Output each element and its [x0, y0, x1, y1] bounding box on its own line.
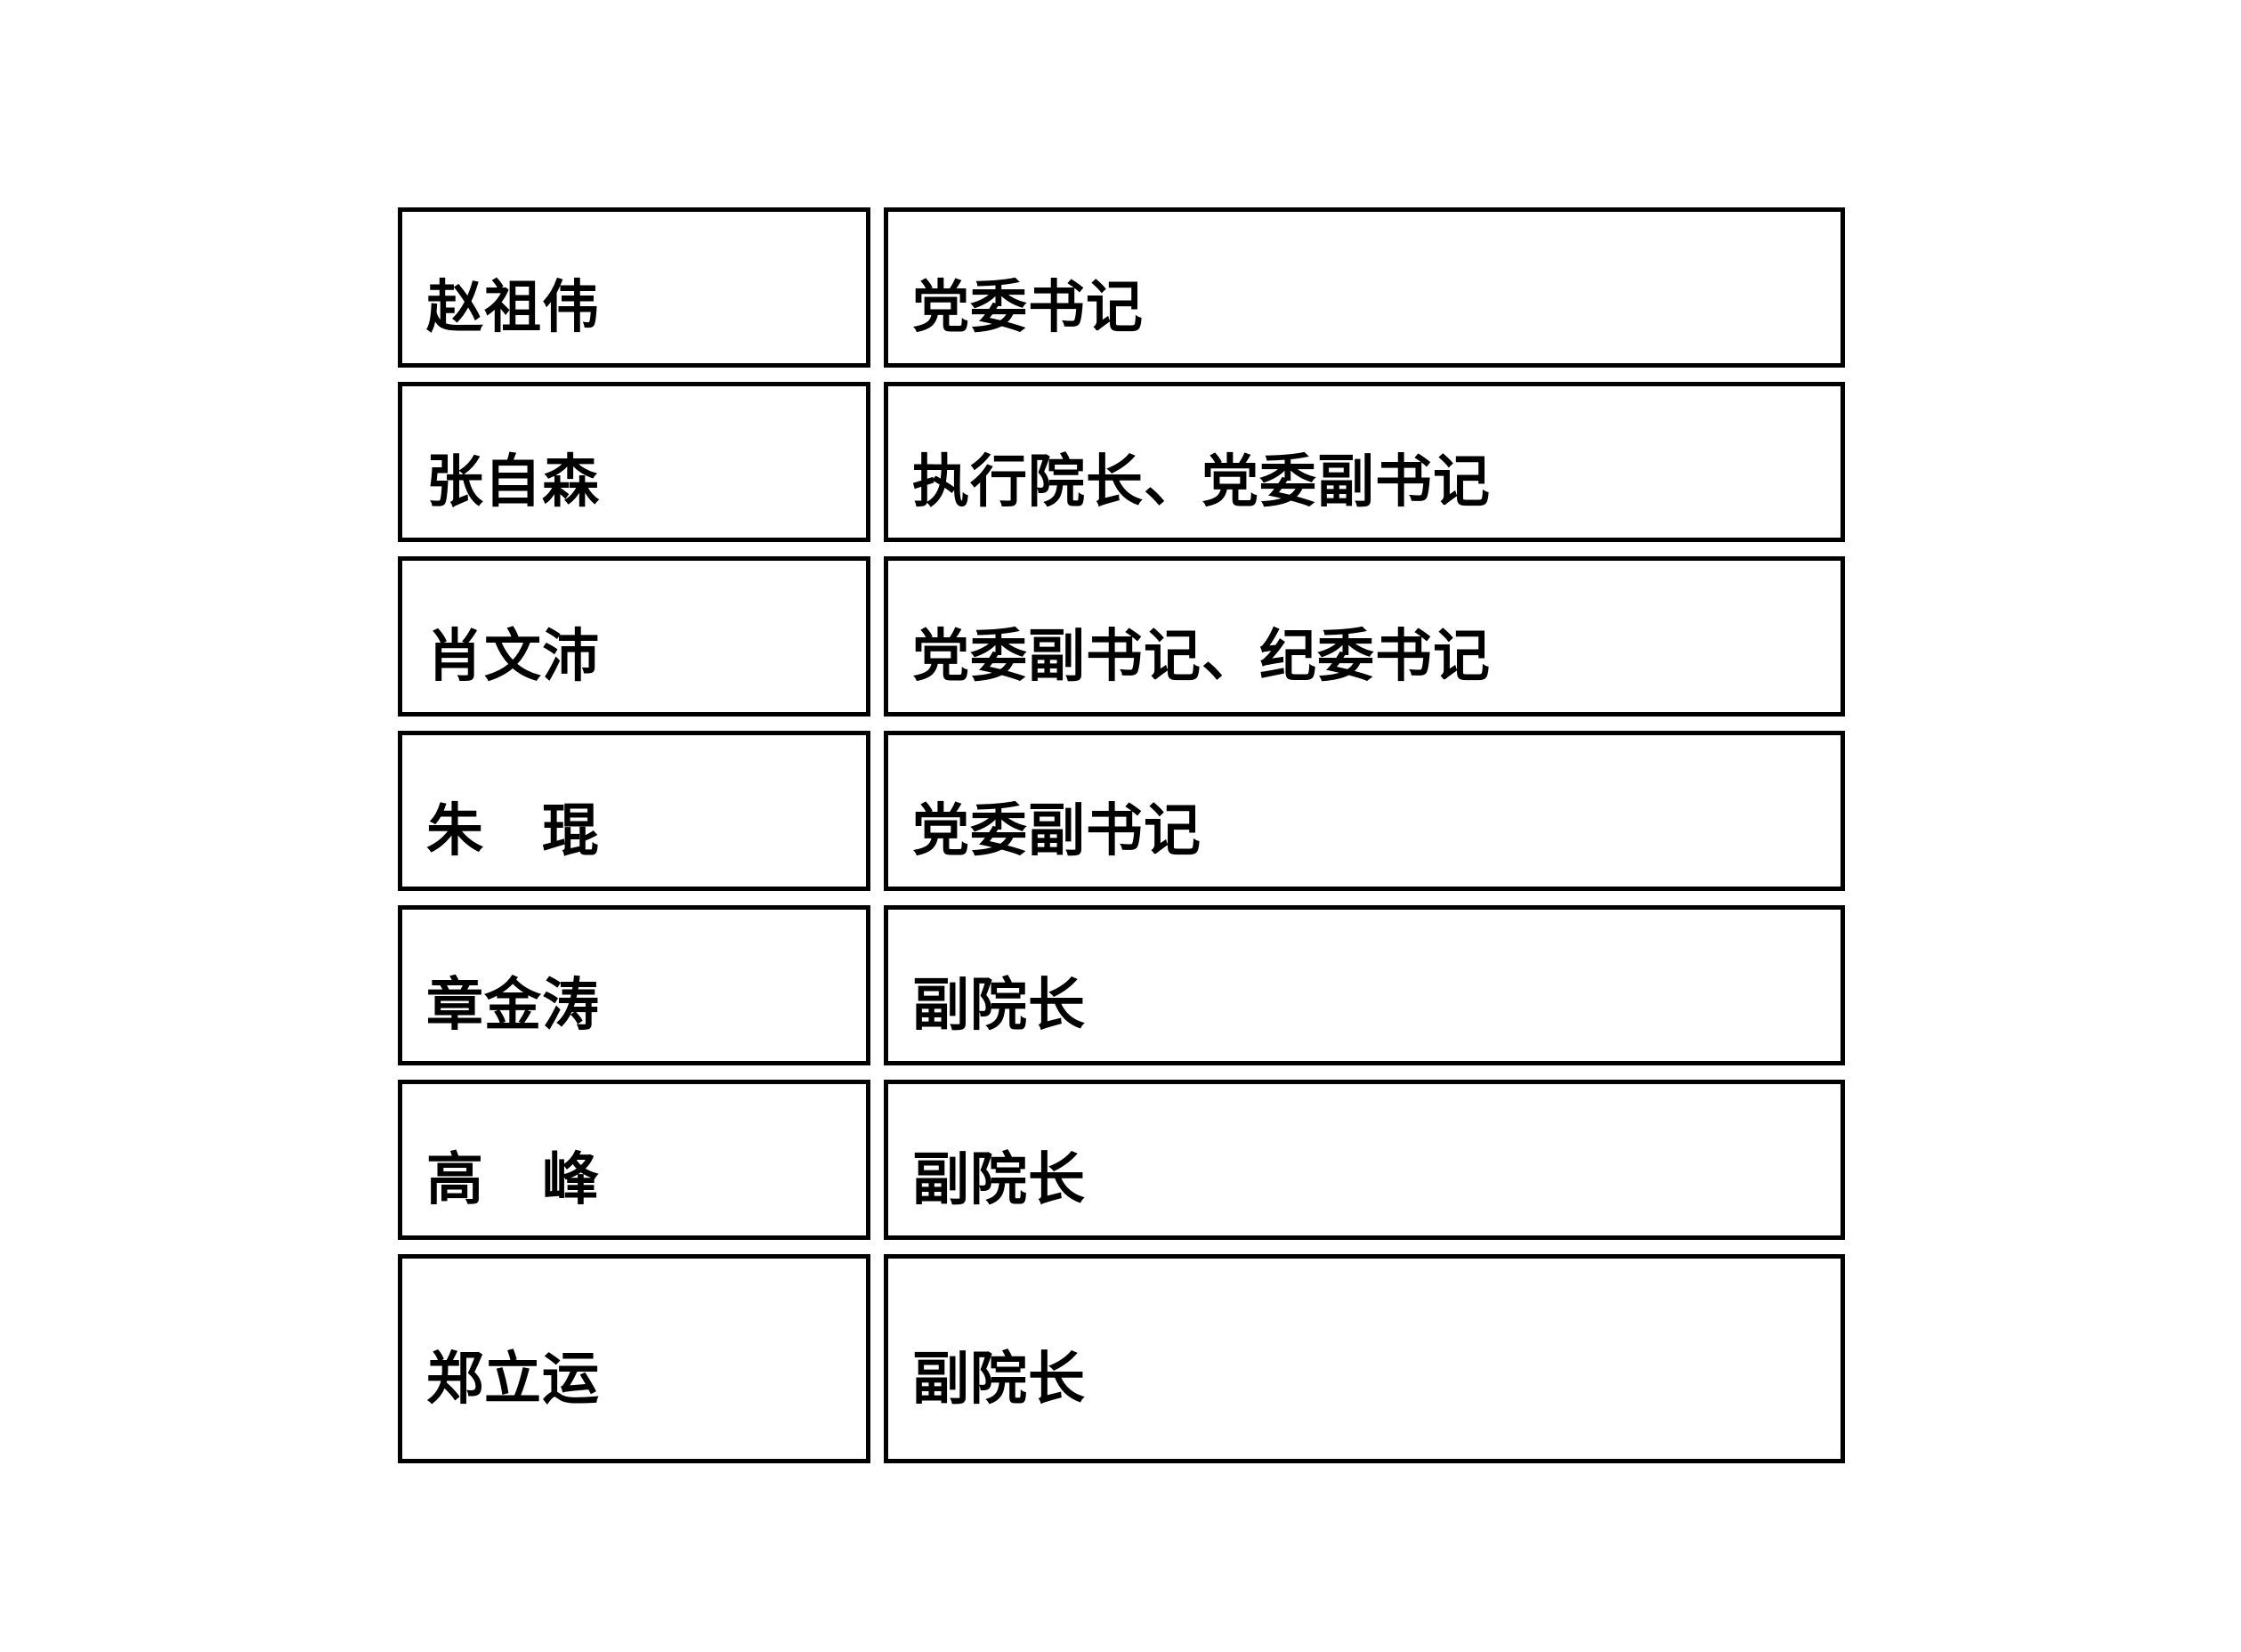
- title-cell-text: 党委书记: [912, 275, 1144, 339]
- title-cell-text: 党委副书记: [912, 798, 1201, 862]
- name-cell: 张自森: [398, 382, 870, 542]
- name-cell-text: 章金涛: [426, 973, 600, 1037]
- name-cell-text: 朱 琨: [426, 798, 600, 862]
- title-cell: 党委书记: [884, 207, 1845, 368]
- title-cell-text: 党委副书记、纪委书记: [912, 624, 1491, 688]
- table-row: 肖文沛 党委副书记、纪委书记: [398, 556, 1845, 717]
- table-row: 章金涛 副院长: [398, 905, 1845, 1065]
- title-cell: 党委副书记、纪委书记: [884, 556, 1845, 717]
- title-cell-text: 副院长: [912, 1147, 1086, 1211]
- table-row: 郑立运 副院长: [398, 1254, 1845, 1463]
- name-cell: 赵祖伟: [398, 207, 870, 368]
- title-cell-text: 副院长: [912, 1346, 1086, 1411]
- name-cell: 高 峰: [398, 1080, 870, 1240]
- title-cell-text: 副院长: [912, 973, 1086, 1037]
- name-cell-text: 高 峰: [426, 1147, 600, 1211]
- table-row: 张自森 执行院长、党委副书记: [398, 382, 1845, 542]
- title-cell: 执行院长、党委副书记: [884, 382, 1845, 542]
- title-cell: 副院长: [884, 905, 1845, 1065]
- title-cell-text: 执行院长、党委副书记: [912, 449, 1491, 514]
- title-cell: 副院长: [884, 1254, 1845, 1463]
- name-cell-text: 张自森: [426, 449, 600, 514]
- name-cell: 肖文沛: [398, 556, 870, 717]
- table-row: 朱 琨 党委副书记: [398, 731, 1845, 891]
- title-cell: 党委副书记: [884, 731, 1845, 891]
- name-cell-text: 郑立运: [426, 1346, 600, 1411]
- org-table: 赵祖伟 党委书记 张自森 执行院长、党委副书记 肖文沛 党委副书记、纪委书记 朱…: [398, 207, 1845, 1463]
- table-row: 赵祖伟 党委书记: [398, 207, 1845, 368]
- name-cell: 郑立运: [398, 1254, 870, 1463]
- name-cell: 章金涛: [398, 905, 870, 1065]
- name-cell-text: 肖文沛: [426, 624, 600, 688]
- title-cell: 副院长: [884, 1080, 1845, 1240]
- table-row: 高 峰 副院长: [398, 1080, 1845, 1240]
- name-cell: 朱 琨: [398, 731, 870, 891]
- name-cell-text: 赵祖伟: [426, 275, 600, 339]
